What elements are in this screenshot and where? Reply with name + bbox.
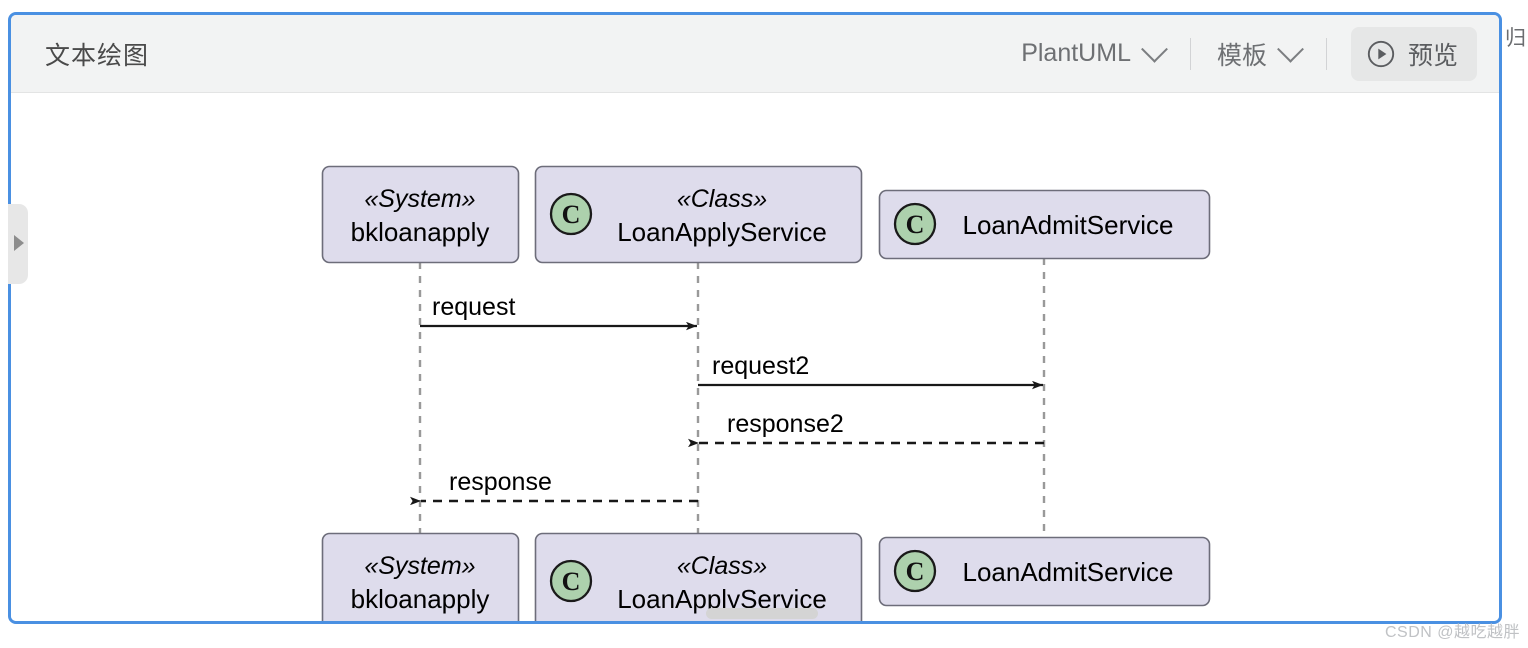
class-icon-letter: C [906,557,925,586]
watermark: CSDN @越吃越胖 [1384,624,1520,641]
edge-glyph: 归 [1505,27,1526,50]
participant-box [534,532,863,621]
message-3[interactable]: response2 [688,410,1044,448]
participant-name: LoanAdmitService [963,210,1174,240]
participant-top-LoanApplyService[interactable]: C «Class» LoanApplyService [534,165,863,264]
participant-name: bkloanapply [351,584,490,614]
message-label: response [449,468,552,496]
class-icon-circle [893,202,937,246]
participant-bottom-LoanAdmitService[interactable]: C LoanAdmitService [878,536,1211,607]
preview-button[interactable]: 预览 [1350,26,1477,81]
message-1[interactable]: request [420,293,697,331]
participant-name: LoanAdmitService [963,557,1174,587]
horizontal-scrollbar-thumb[interactable] [706,608,818,619]
message-label: response2 [727,410,844,438]
class-icon-circle [893,549,937,593]
header-divider-1 [1189,37,1191,70]
engine-dropdown[interactable]: PlantUML [1011,33,1174,74]
participant-top-LoanAdmitService[interactable]: C LoanAdmitService [878,189,1211,260]
template-dropdown[interactable]: 模板 [1207,30,1310,78]
class-icon-circle [549,559,593,603]
participant-stereotype: «Class» [677,185,767,213]
participant-box [321,532,520,621]
text-diagram-panel: 文本绘图 PlantUML 模板 预览 [8,12,1502,624]
class-icon-letter: C [562,200,581,229]
participant-stereotype: «Class» [677,552,767,580]
participant-name: LoanApplyService [617,217,827,247]
play-circle-icon [1367,40,1395,67]
participant-bottom-LoanApplyService[interactable]: C«Class»LoanApplyService [534,532,863,622]
panel-header: 文本绘图 PlantUML 模板 预览 [11,15,1499,93]
sidebar-toggle-handle[interactable] [8,204,28,284]
header-divider-2 [1325,37,1327,70]
participant-stereotype: «System» [364,185,475,213]
horizontal-scrollbar[interactable] [11,608,1499,620]
engine-dropdown-label: PlantUML [1021,39,1131,67]
template-dropdown-label: 模板 [1216,41,1267,70]
message-4[interactable]: response [410,468,698,506]
message-label: request2 [712,352,809,380]
chevron-down-icon [1141,35,1168,63]
chevron-down-icon [1277,35,1304,63]
class-icon-circle [549,192,593,236]
header-controls: PlantUML 模板 预览 [1011,15,1477,92]
class-icon-letter: C [562,567,581,596]
participant-box [534,165,863,264]
triangle-right-icon [14,235,24,251]
preview-button-label: 预览 [1407,41,1458,70]
message-2[interactable]: request2 [698,352,1043,390]
participant-box [321,165,520,264]
participant-stereotype: «System» [364,552,475,580]
participant-box [878,536,1211,607]
participant-box [878,189,1211,260]
participant-bottom-bkloanapply[interactable]: «System» bkloanapply [321,532,520,622]
page-title: 文本绘图 [45,41,150,70]
message-label: request [432,293,515,321]
sequence-diagram: «System»bkloanapplyC«Class»LoanApplyServ… [321,165,1211,622]
class-icon-letter: C [906,210,925,239]
participant-top-bkloanapply[interactable]: «System» bkloanapply [321,165,520,264]
participant-name: bkloanapply [351,217,490,247]
